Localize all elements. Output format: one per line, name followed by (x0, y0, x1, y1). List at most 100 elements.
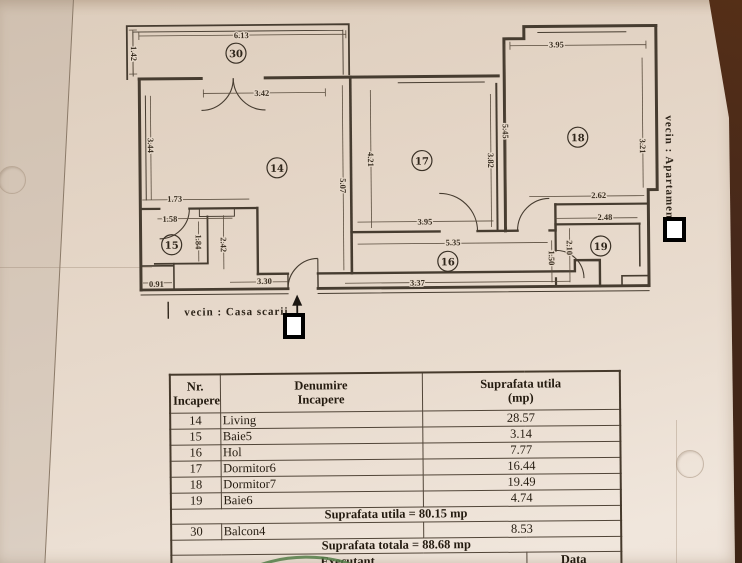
cell-area: 3.14 (422, 425, 621, 444)
room-16-label: 16 (437, 250, 459, 272)
bath15-sill (198, 207, 235, 217)
wall-bottom-outer (139, 284, 651, 292)
room-19-label: 19 (590, 235, 612, 257)
room-18-label: 18 (567, 126, 589, 148)
dim-label: 1.58 (162, 214, 177, 224)
wall-niche (256, 206, 260, 276)
room-number: 18 (571, 133, 585, 144)
wall-living-top (137, 75, 352, 81)
punch-hole-mark (676, 450, 704, 478)
cell-name: Balcon4 (221, 522, 424, 540)
cell-name: Hol (220, 443, 423, 461)
cell-area: 4.74 (422, 489, 621, 508)
cell-nr: 17 (170, 460, 221, 478)
cell-area: 28.57 (422, 409, 621, 428)
dim-label: 1.42 (129, 46, 139, 61)
dim-label: 1.50 (547, 250, 557, 265)
room-number: 14 (270, 164, 284, 175)
dim-label: 3.21 (638, 139, 648, 154)
cell-name: Baie6 (220, 491, 423, 509)
dim-label: 1.73 (167, 194, 182, 204)
wall-19-inner (621, 222, 650, 287)
header-nr: Nr. Incapere (169, 374, 221, 414)
dim-label: 3.37 (410, 278, 426, 288)
cell-area: 8.53 (423, 520, 622, 539)
dimension-lines (128, 29, 647, 284)
header-denumire: Denumire Incapere (219, 372, 423, 413)
cell-nr: 14 (170, 412, 221, 430)
data-cell: Data (526, 551, 622, 563)
window-living-left (144, 95, 147, 201)
wall-balcony (125, 23, 351, 81)
wall-bottom-outer2 (140, 290, 650, 296)
room-number: 15 (165, 241, 179, 252)
wall-living-17 (348, 75, 354, 275)
dim-label: 0.91 (149, 279, 164, 289)
header-nr-line1: Nr. (186, 379, 204, 394)
wall-19-top (554, 202, 650, 226)
cell-nr: 19 (170, 492, 221, 510)
dim-label: 3.82 (486, 153, 496, 168)
door-19 (555, 249, 585, 279)
door-18 (517, 197, 550, 231)
room-number: 19 (594, 242, 608, 253)
entrance-jambs (287, 272, 319, 290)
punch-hole-mark (0, 166, 26, 194)
cell-name: Living (220, 411, 423, 429)
neighbor-bottom-label: vecin : Casa scarii (184, 306, 288, 319)
cell-nr: 15 (170, 428, 221, 446)
dim-label: 3.95 (417, 216, 432, 226)
dim-label: 3.44 (146, 138, 156, 154)
target-marker-entrance[interactable] (283, 313, 305, 339)
room-15-label: 15 (161, 234, 183, 256)
walls (125, 23, 659, 296)
room-areas-table: Nr. Incapere Denumire Incapere Suprafata… (168, 369, 623, 563)
dim-label: 2.62 (591, 190, 606, 200)
paper-crease (0, 267, 152, 268)
cell-nr: 18 (170, 476, 221, 494)
wall-17-top (348, 74, 500, 79)
dim-label: 2.10 (565, 240, 575, 255)
dim-label: 5.45 (501, 124, 511, 139)
cell-name: Dormitor6 (220, 459, 423, 477)
entrance-door (287, 257, 319, 289)
wall-bath15-inner (153, 215, 209, 265)
cell-area: 7.77 (422, 441, 621, 460)
cell-area: 19.49 (422, 473, 621, 492)
header-sup-line2: (mp) (507, 390, 534, 405)
dim-label: 1.84 (194, 234, 204, 250)
wall-hall-top (350, 229, 507, 234)
wall-south-inner (256, 258, 602, 288)
wall-18-bottom (504, 203, 557, 233)
room-number-labels: 30 14 15 16 17 (161, 42, 612, 272)
room-30-label: 30 (225, 42, 247, 64)
cell-nr: 16 (170, 444, 221, 462)
dim-label: 3.30 (257, 276, 272, 286)
dim-label: 2.48 (597, 212, 612, 222)
dim-label: 6.13 (234, 30, 249, 40)
wall-18-left-top (502, 23, 658, 233)
wall-left-outer (137, 77, 143, 292)
dim-label: 3.95 (549, 39, 564, 49)
window-18 (537, 31, 627, 34)
cell-area: 16.44 (422, 457, 621, 476)
cell-name: Baie5 (220, 427, 423, 445)
dim-label: 2.42 (219, 237, 229, 252)
dim-label: 5.35 (446, 237, 461, 247)
cell-nr: 30 (171, 523, 222, 541)
room-number: 30 (229, 49, 243, 60)
target-marker-neighbor-right[interactable] (663, 217, 686, 242)
wall-right-outer (646, 23, 659, 288)
cell-name: Dormitor7 (220, 475, 423, 493)
header-nr-line2: Incapere (172, 392, 221, 408)
header-den-line2: Incapere (297, 391, 345, 407)
balcony-door-leaf-left (201, 78, 234, 112)
wall-17-right (495, 82, 499, 232)
dimension-labels: 6.13 1.42 3.42 3.44 5.07 4.21 3.95 3.82 … (128, 29, 649, 290)
room-number: 17 (415, 156, 429, 167)
wall-19-left (554, 223, 558, 288)
